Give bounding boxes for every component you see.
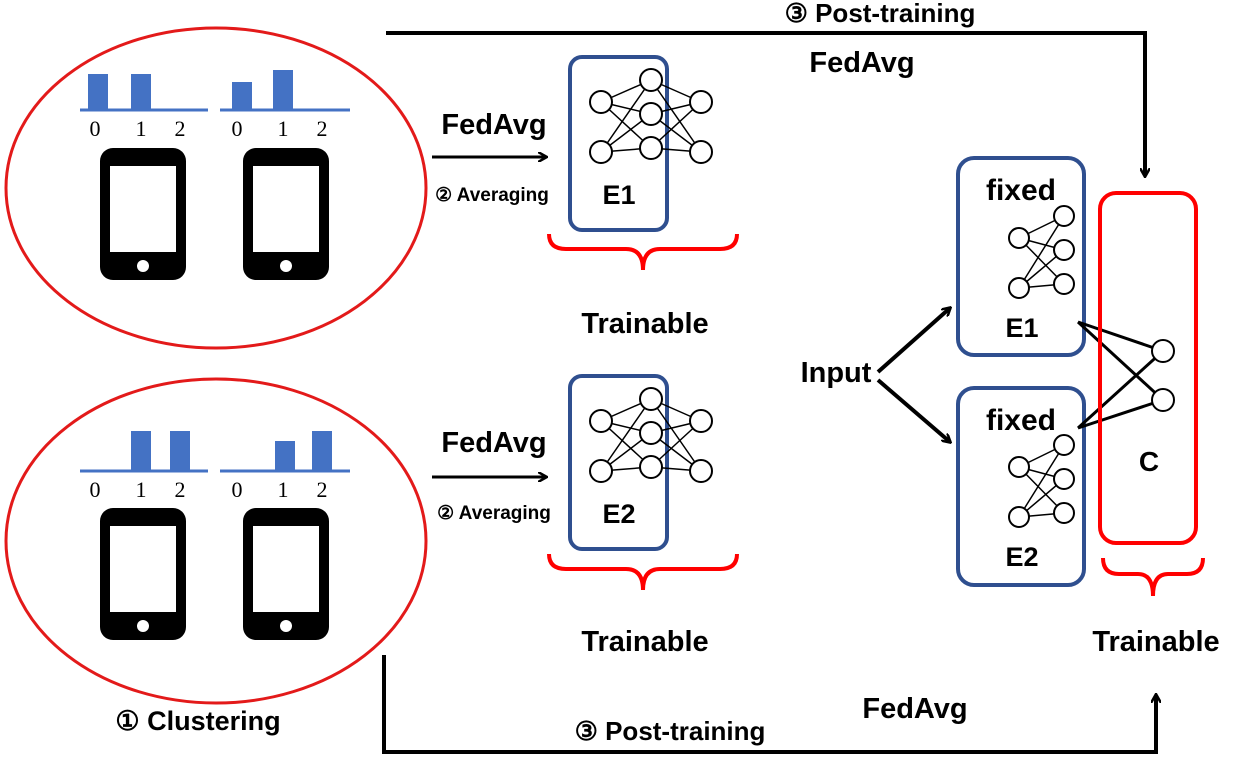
fixed-expert-e2: fixed E2 — [956, 386, 1086, 587]
phone-icon — [100, 148, 186, 280]
histogram-cluster-1-device-b: 0 1 2 — [220, 70, 350, 141]
cluster-2: 0 1 2 0 1 2 — [4, 377, 428, 705]
input-arrow-e2 — [876, 378, 950, 442]
tick-2: 2 — [317, 116, 328, 141]
trainable-label-e1: Trainable — [581, 308, 708, 340]
fixed-label: fixed — [986, 174, 1056, 207]
tick-1: 1 — [136, 116, 147, 141]
classifier-c: C — [1098, 191, 1198, 545]
trainable-label-e2: Trainable — [581, 626, 708, 658]
tick-2: 2 — [175, 116, 186, 141]
histogram-cluster-2-device-b: 0 1 2 — [220, 431, 350, 502]
cluster-1-ring — [4, 26, 428, 350]
phone-icon — [243, 148, 329, 280]
trainable-brace-c — [1101, 557, 1205, 597]
expert-label: E1 — [602, 180, 635, 210]
tick-0: 0 — [232, 477, 243, 502]
fedavg-label-e2: FedAvg — [441, 427, 546, 459]
histogram-bar — [275, 441, 295, 471]
histogram-bar — [273, 70, 293, 110]
trainable-brace-e2 — [547, 553, 739, 591]
histogram-cluster-2-device-a: 0 1 2 — [80, 431, 208, 502]
cluster-1: 0 1 2 0 1 2 — [4, 26, 428, 350]
neural-network-icon — [589, 68, 713, 164]
tick-0: 0 — [90, 116, 101, 141]
input-arrow-e1 — [876, 308, 950, 374]
expert-e1: E1 — [568, 55, 713, 232]
trainable-brace-e1 — [547, 233, 739, 271]
classifier-label: C — [1139, 446, 1159, 477]
tick-1: 1 — [136, 477, 147, 502]
expert-label: E2 — [1005, 542, 1038, 572]
post-training-label-top: ③ Post-training — [785, 0, 976, 28]
expert-label: E1 — [1005, 313, 1038, 343]
phone-icon — [100, 508, 186, 640]
histogram-bar — [232, 82, 252, 110]
tick-2: 2 — [317, 477, 328, 502]
input-label: Input — [801, 357, 872, 389]
fixed-label: fixed — [986, 404, 1056, 437]
classifier-connections — [1076, 320, 1165, 430]
tick-1: 1 — [278, 116, 289, 141]
histogram-bar — [131, 431, 151, 471]
fedavg-label-bottom: FedAvg — [862, 693, 967, 725]
histogram-cluster-1-device-a: 0 1 2 — [80, 74, 208, 141]
post-training-path-top — [386, 31, 1145, 176]
tick-0: 0 — [90, 477, 101, 502]
fedavg-label-top: FedAvg — [809, 47, 914, 79]
histogram-bar — [170, 431, 190, 471]
histogram-bar — [131, 74, 151, 110]
fixed-expert-e1: fixed E1 — [956, 156, 1086, 357]
fedavg-label-e1: FedAvg — [441, 109, 546, 141]
trainable-label-c: Trainable — [1092, 626, 1219, 658]
cluster-2-ring — [4, 377, 428, 705]
output-node — [1151, 388, 1175, 412]
averaging-label-e1: ② Averaging — [435, 185, 549, 206]
tick-0: 0 — [232, 116, 243, 141]
clustering-label: ① Clustering — [115, 706, 280, 736]
histogram-bar — [312, 431, 332, 471]
post-training-path-bottom — [382, 655, 1156, 754]
neural-network-icon — [1008, 205, 1075, 299]
neural-network-icon — [589, 387, 713, 483]
tick-2: 2 — [175, 477, 186, 502]
histogram-bar — [88, 74, 108, 110]
phone-icon — [243, 508, 329, 640]
tick-1: 1 — [278, 477, 289, 502]
expert-e2: E2 — [568, 374, 713, 551]
post-training-label-bottom: ③ Post-training — [575, 716, 766, 746]
neural-network-icon — [1008, 434, 1075, 528]
output-node — [1151, 339, 1175, 363]
expert-label: E2 — [602, 499, 635, 529]
averaging-label-e2: ② Averaging — [437, 503, 551, 524]
